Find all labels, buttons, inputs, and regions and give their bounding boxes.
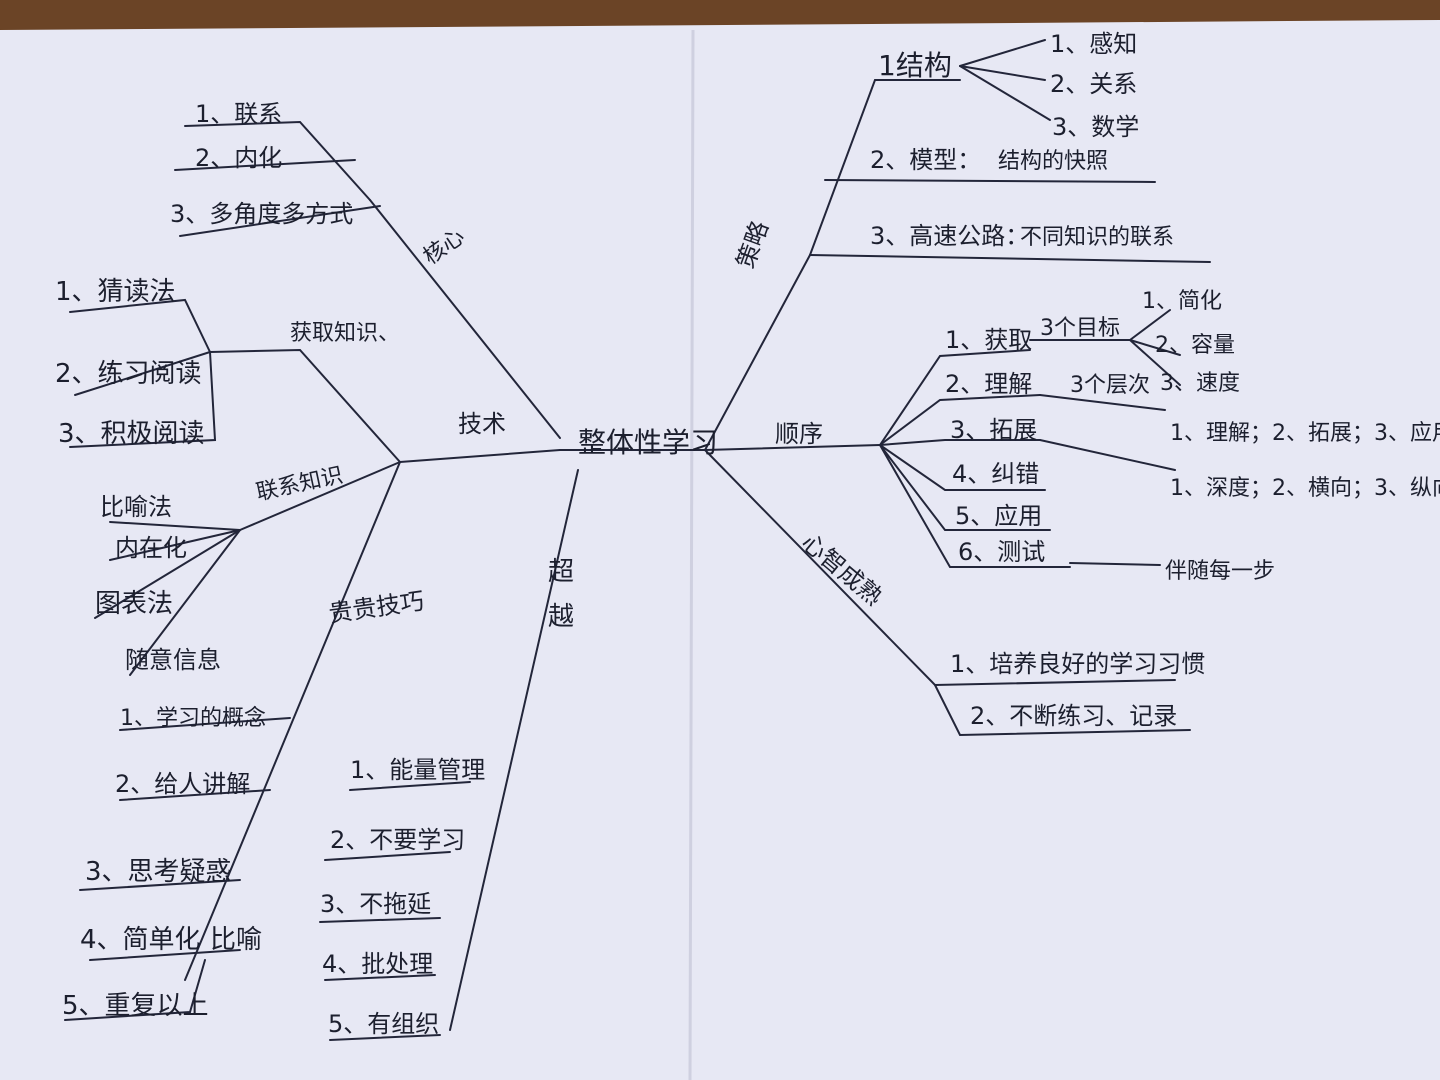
acquire-item-2: 2、练习阅读 (55, 359, 202, 389)
transcend-char-1: 超 (548, 557, 574, 587)
transcend-char-2: 越 (548, 602, 574, 632)
acquire-item-1: 1、猜读法 (55, 277, 176, 307)
connector-lines (64, 39, 1211, 1041)
tips-item-5: 5、重复以上 (62, 991, 209, 1021)
core-item-2: 2、内化 (195, 144, 282, 172)
transcend-item-1: 1、能量管理 (350, 756, 485, 784)
center-node: 整体性学习 (578, 426, 718, 459)
mindset-item-2: 2、不断练习、记录 (970, 702, 1177, 730)
order-step-1: 1、获取 (945, 326, 1032, 354)
connect-item-4: 随意信息 (125, 646, 221, 674)
acquire-knowledge-label: 获取知识、 (290, 321, 400, 346)
branch-transcend-label: 超 越 (548, 557, 582, 632)
order-step-6: 6、测试 (958, 538, 1045, 566)
tips-item-4-extra: 比喻 (210, 925, 262, 955)
tips-item-1: 1、学习的概念 (120, 706, 266, 731)
order-step-4: 4、纠错 (952, 460, 1039, 488)
structure-item-2: 2、关系 (1050, 70, 1137, 98)
connect-item-2: 内在化 (115, 534, 187, 562)
tips-item-2: 2、给人讲解 (115, 770, 250, 798)
paper-fold (688, 29, 695, 1080)
goal-item-3: 3、速度 (1160, 371, 1240, 396)
core-item-1: 1、联系 (195, 100, 282, 128)
goal-item-1: 1、简化 (1142, 289, 1222, 314)
extend-desc: 1、深度；2、横向；3、纵向 (1170, 476, 1440, 501)
understand-levels-label: 3个层次 (1070, 373, 1150, 398)
transcend-item-5: 5、有组织 (328, 1010, 439, 1038)
mindset-item-1: 1、培养良好的学习习惯 (950, 650, 1205, 678)
connect-item-1: 比喻法 (100, 493, 172, 521)
transcend-item-3: 3、不拖延 (320, 890, 431, 918)
structure-item-1: 1、感知 (1050, 30, 1137, 58)
tips-item-4: 4、简单化 (80, 925, 201, 955)
connect-item-3: 图表法 (95, 589, 173, 619)
branch-technique-label: 技术 (458, 410, 506, 438)
order-step-5: 5、应用 (955, 502, 1042, 530)
structure-item-3: 3、数学 (1052, 113, 1139, 141)
transcend-item-2: 2、不要学习 (330, 826, 465, 854)
tips-item-3: 3、思考疑惑 (85, 857, 232, 887)
acquire-item-3: 3、积极阅读 (58, 419, 205, 449)
core-item-3: 3、多角度多方式 (170, 200, 353, 228)
order-step-2: 2、理解 (945, 370, 1032, 398)
understand-levels-desc: 1、理解；2、拓展；3、应用 (1170, 421, 1440, 446)
strategy-highway-label: 3、高速公路： (870, 222, 1029, 250)
goal-item-2: 2、容量 (1155, 333, 1235, 358)
strategy-model-desc: 结构的快照 (998, 149, 1108, 174)
transcend-item-4: 4、批处理 (322, 950, 433, 978)
strategy-structure-label: 1结构 (878, 49, 952, 82)
order-step-3: 3、拓展 (950, 416, 1037, 444)
test-desc: 伴随每一步 (1165, 559, 1275, 584)
acquire-goals-label: 3个目标 (1040, 316, 1120, 341)
paper-sheet (0, 20, 1440, 1080)
strategy-model-label: 2、模型： (870, 146, 981, 174)
branch-order-label: 顺序 (775, 420, 823, 448)
strategy-highway-desc: 不同知识的联系 (1020, 225, 1174, 250)
